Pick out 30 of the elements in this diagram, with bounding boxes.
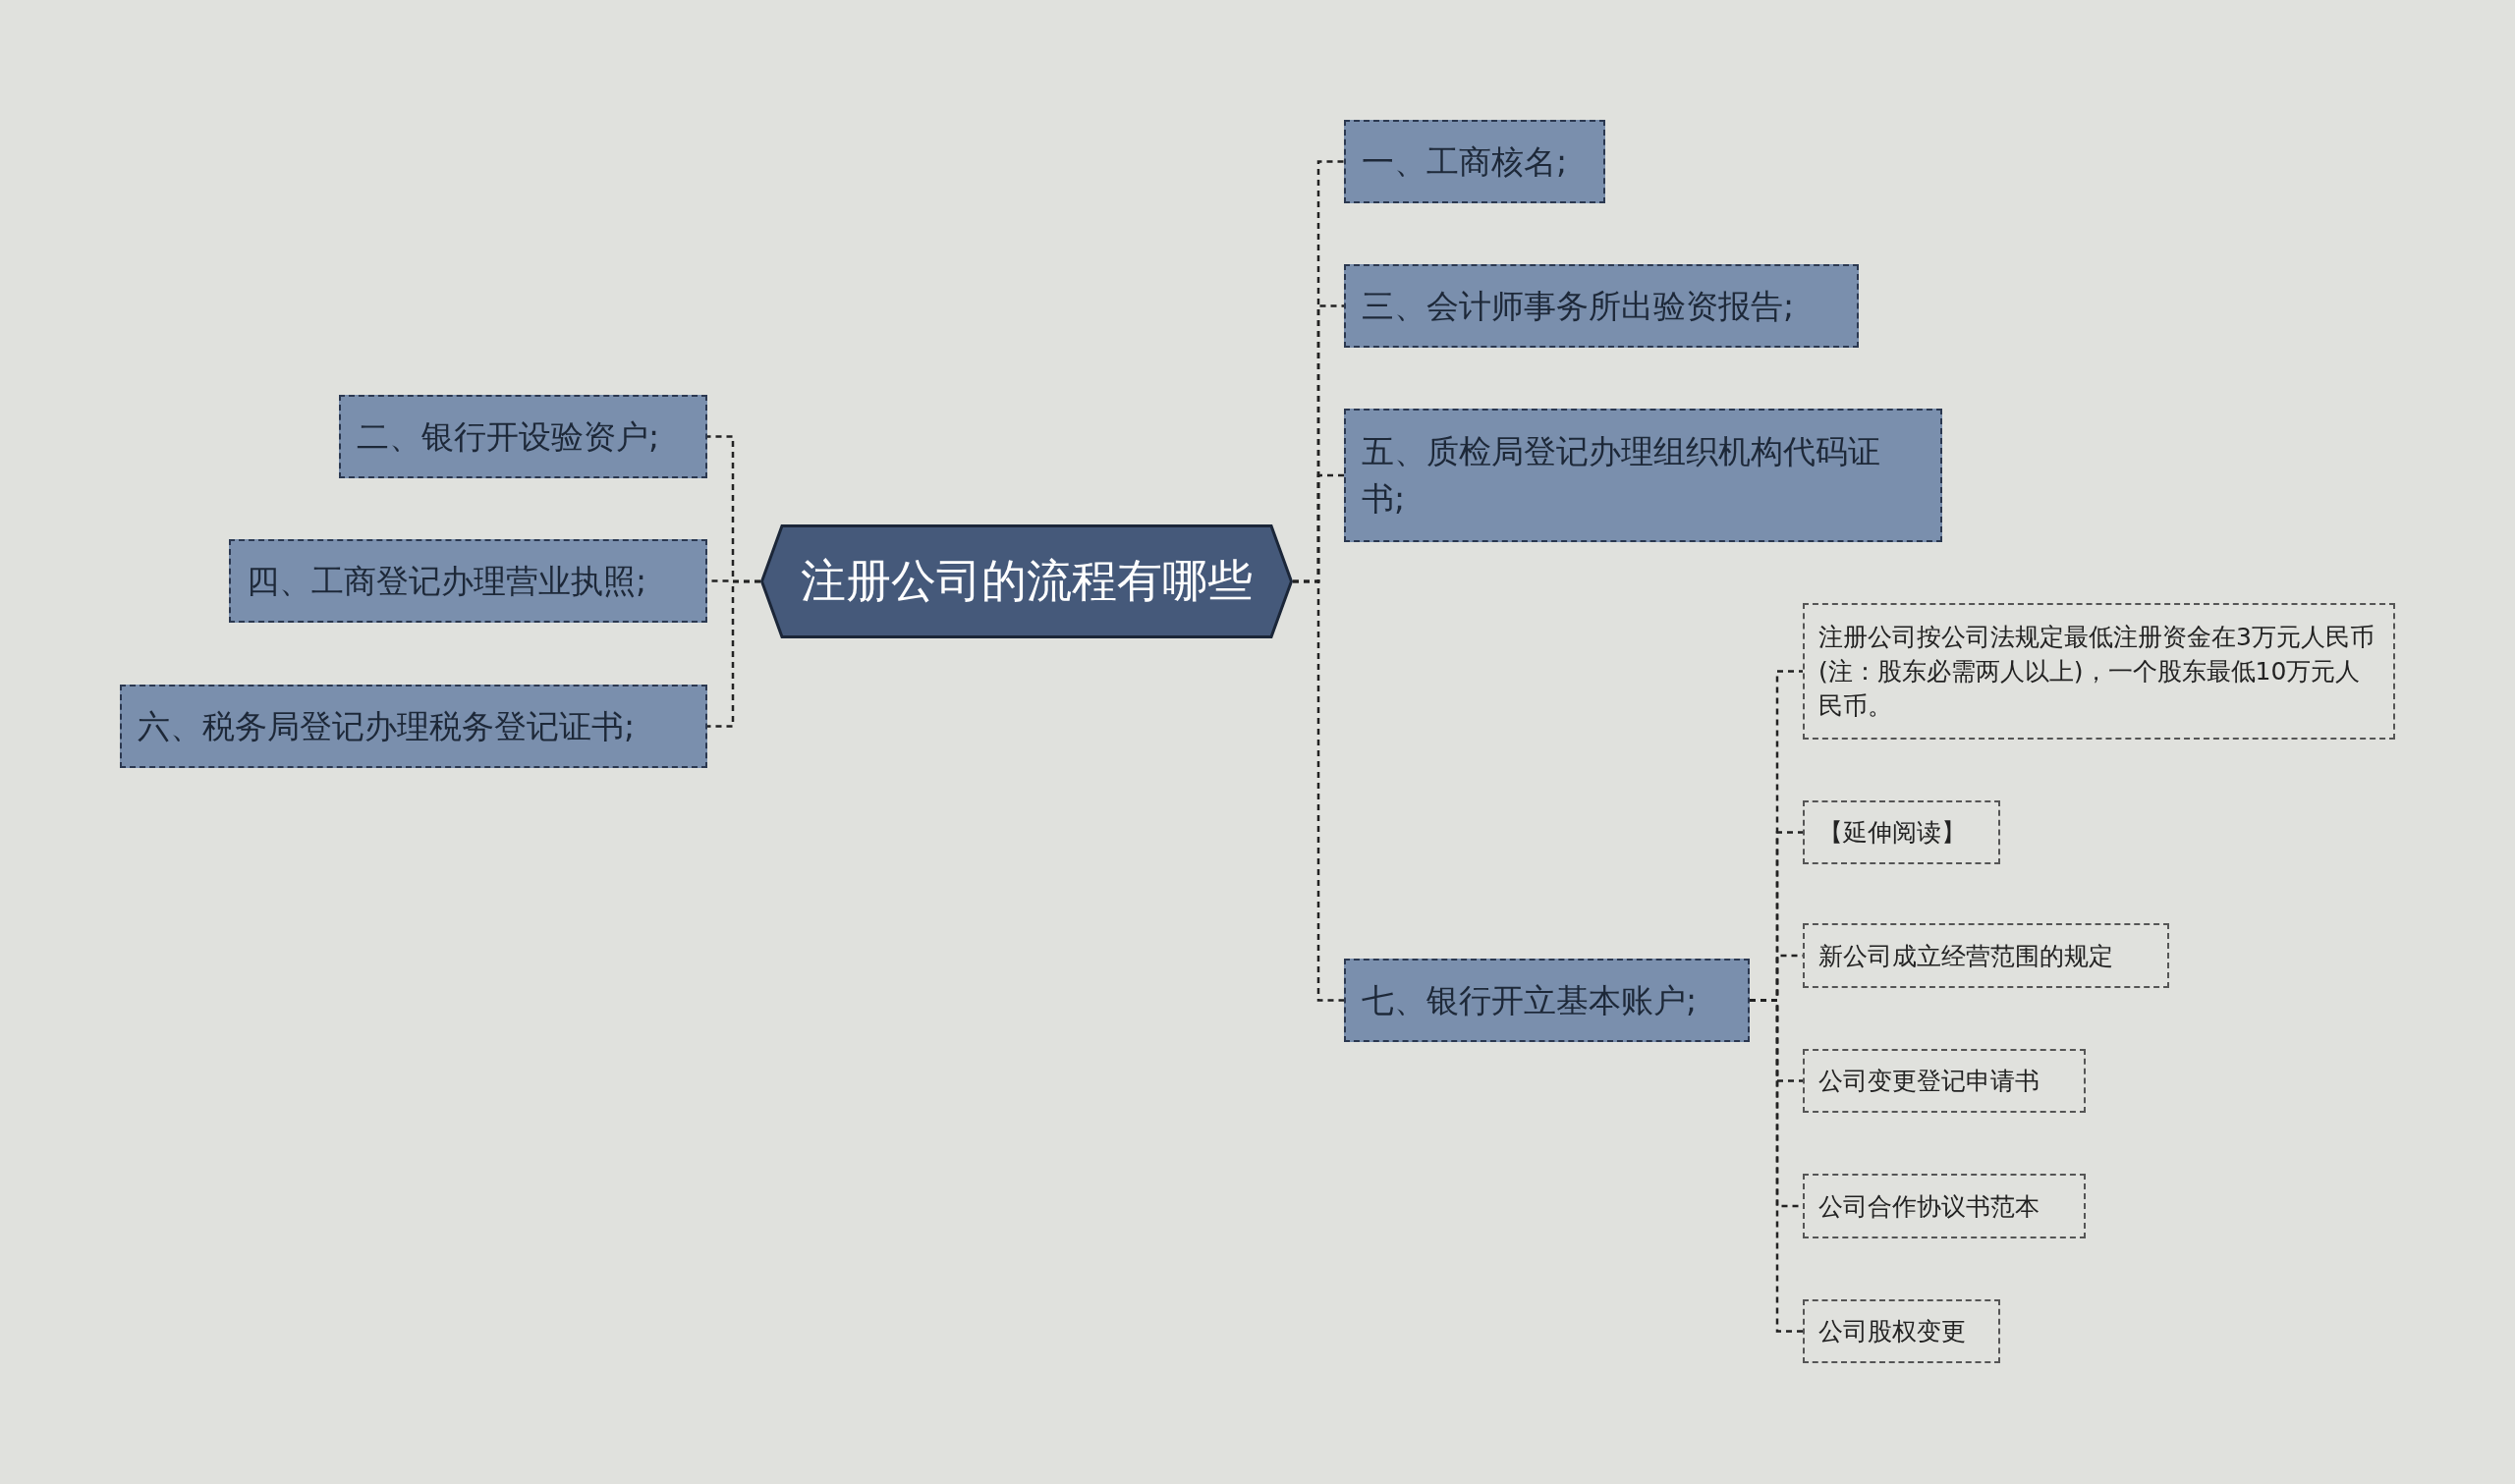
subtopic-box	[1803, 603, 2395, 740]
topic-text: 新公司成立经营范围的规定	[1818, 940, 2113, 972]
topic-text: 注册公司按公司法规定最低注册资金在3万元人民币(注：股东必需两人以上)，一个股东最低10万元人民币。	[1818, 622, 2375, 722]
topic-box	[229, 539, 707, 623]
connector-line	[1750, 999, 1803, 1333]
topic-box	[1344, 409, 1942, 542]
connector-line	[707, 579, 760, 728]
topic-text: 【延伸阅读】	[1818, 817, 1966, 849]
topic-text: 二、银行开设验资户;	[357, 415, 660, 458]
topic-box	[339, 395, 707, 478]
topic-text: 公司变更登记申请书	[1818, 1066, 2040, 1097]
subtopic-box	[1803, 923, 2169, 988]
connector-line	[1293, 579, 1344, 1002]
topic-text: 三、会计师事务所出验资报告;	[1362, 285, 1795, 327]
topic-box	[1344, 120, 1605, 203]
subtopic-box	[1803, 1049, 2086, 1113]
topic-box	[120, 685, 707, 768]
topic-text: 七、银行开立基本账户;	[1362, 979, 1698, 1021]
subtopic-box	[1803, 1174, 2086, 1238]
topic-text: 五、质检局登记办理组织机构代码证书;	[1362, 431, 1881, 520]
topic-text: 公司合作协议书范本	[1818, 1190, 2040, 1223]
subtopic-box	[1803, 800, 2000, 864]
topic-box	[1344, 959, 1750, 1042]
subtopic-box	[1803, 1299, 2000, 1363]
topic-text: 四、工商登记办理营业执照;	[247, 560, 647, 602]
topic-box	[1344, 264, 1859, 348]
central-topic-text: 注册公司的流程有哪些	[801, 553, 1253, 609]
topic-text: 一、工商核名;	[1362, 140, 1568, 183]
topic-text: 公司股权变更	[1818, 1316, 1966, 1347]
topic-text: 六、税务局登记办理税务登记证书;	[138, 705, 636, 747]
